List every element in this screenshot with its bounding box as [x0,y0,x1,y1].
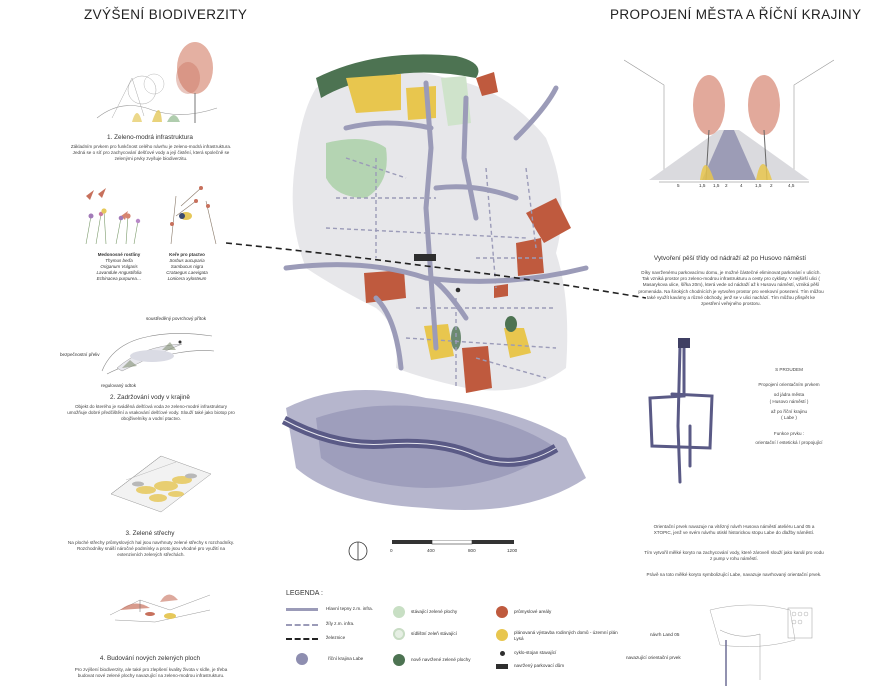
plant-item: Echinacea purpurea… [96,276,142,281]
section-1-title: 1. Zeleno-modrá infrastruktura [107,134,193,141]
orientation-text-1: Orientační prvek navazuje na vítězný náv… [653,524,815,536]
plant-item: Lonicera xylosteum [167,276,207,281]
legend-parking-house-swatch [496,664,508,669]
legend-railway-swatch [286,638,318,640]
detail-sketch [700,600,840,688]
plant-item: Sambucus nigra [170,264,204,269]
section-3-text: Na ploché střechy průmyslových hal jsou … [67,540,235,558]
flow-title: S PROUDEM [775,367,803,372]
section-dimension: 1,5 [699,183,706,188]
right-heading: PROPOJENÍ MĚSTA A ŘÍČNÍ KRAJINY [610,7,862,22]
legend-housing-green-label: sídlištní zeleň stávající [411,631,457,636]
detail-label-orientation: navazující orientační prvek [626,655,681,660]
plant-item: Origanum Vulgaris [100,264,138,269]
section-4-title: 4. Budování nových zelených ploch [99,655,201,662]
legend-industrial-swatch [496,606,508,618]
left-heading: ZVÝŠENÍ BIODIVERZITY [84,7,248,22]
orientation-text-3: Právě na toto mělké koryto symbolizující… [646,572,822,577]
section-dimension: 4 [740,183,743,188]
plants-birds-illustration [76,176,226,246]
flow-line-6: Funkce prvku : [773,431,805,437]
orientation-text-2: Tím vytvořil mělké koryto na zachycování… [644,550,824,562]
north-arrow [347,540,369,562]
section-dimension: 2 [770,183,773,188]
legend-river-swatch [296,653,308,665]
detail-label-land05: návrh Land 05 [650,632,680,637]
plant-item: Lavandule Angustifolia [96,270,142,275]
section-dimension: 2 [725,183,728,188]
legend-railway-label: železnice [326,635,346,640]
scale-tick: 400 [427,548,435,553]
legend-housing-green-swatch [393,628,405,640]
legend-minor-routes-swatch [286,624,318,626]
safety-overflow-label: bezpečnostní přeliv [60,352,100,357]
legend-main-routes-swatch [286,608,318,611]
legend-parking-house-label: navržený parkovací dům [514,663,565,668]
section-dimension: 1,5 [713,183,720,188]
section-dimension: 4,5 [788,183,795,188]
legend-industrial-label: průmyslové areály [514,609,552,614]
flow-line-2: od jádra města [773,392,805,398]
orientation-element-illustration [640,336,730,486]
flow-line-7: orientační / estetická / propojující [755,440,823,446]
new-green-areas-illustration [100,580,220,630]
section-3-title: 3. Zelené střechy [125,530,175,537]
scale-bar [392,540,516,548]
legend-bike-stand-label: cyklo-stojan stavající [514,650,557,655]
legend-river-label: říční krajina Labe [328,656,364,661]
honey-plants-heading: Medonosné rostliny [97,252,141,257]
regulated-outflow-label: regulovaný odtok [101,383,136,388]
section-2-text: Objekt do kterého je sváděná dešťová vod… [67,404,235,422]
promenade-title: Vytvoření pěší třídy od nádraží až po Hu… [653,255,807,262]
legend-existing-green-label: stávající zelené plochy [411,609,458,614]
plant-item: Sorbus aucuparia [169,258,205,263]
street-section-illustration [624,30,834,190]
retention-basin-illustration [92,316,222,386]
plant-item: Thymus beďa [105,258,133,263]
flow-line-3: ( Husovo náměstí ) [769,398,809,404]
bird-shrubs-heading: Keře pro ptactvo [169,252,205,257]
city-map [226,48,646,518]
legend-bike-stand-swatch [500,651,505,656]
scale-tick: 1200 [507,548,518,553]
legend-main-routes-label: Hlavní tepny z.m. infra. [326,606,373,611]
promenade-text: Díky navrženému parkovacímu domu, je mož… [638,270,824,307]
section-4-text: Pro zvýšení biodiverzity, ale také pro z… [74,667,228,679]
section-1-text: Základním prvkem pro funkčnost celého ná… [70,144,232,162]
honey-plants-list: Medonosné rostliny Thymus beďa Origanum … [84,252,154,282]
legend-family-houses-swatch [496,629,508,641]
legend-new-green-label: nově navržené zelené plochy [411,657,471,662]
scale-tick: 800 [468,548,476,553]
flow-text: S PROUDEM Propojení orientačním prvkem o… [734,367,844,447]
scale-tick: 0 [390,548,393,553]
flow-line-5: ( Labe ) [781,415,797,421]
green-roof-illustration [106,446,216,518]
legend-minor-routes-label: žíly z.m. infra. [326,621,355,626]
legend-existing-green-swatch [393,606,405,618]
plant-item: Crataegus Laevigata [166,270,208,275]
section-2-title: 2. Zadržování vody v krajině [110,394,190,401]
legend-title: LEGENDA : [286,590,323,597]
green-blue-infrastructure-illustration [92,38,222,128]
bird-shrubs-list: Keře pro ptactvo Sorbus aucuparia Sambuc… [152,252,222,282]
section-dimension: 1,5 [755,183,762,188]
flow-line-4: až po říční krajinu [770,408,808,414]
legend-family-houses-label: plánovaná výstavba rodinných domů - územ… [514,630,618,641]
concentrated-inflow-label: soustředěný povrchový přítok [146,316,207,321]
section-dimension: 5 [677,183,680,188]
legend-new-green-swatch [393,654,405,666]
flow-line-1: Propojení orientačním prvkem [758,382,820,388]
